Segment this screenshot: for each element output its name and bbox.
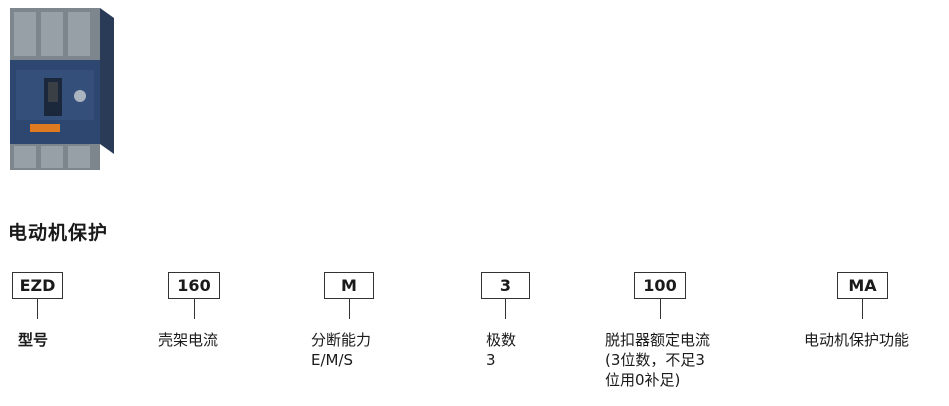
label-text: 型号 bbox=[18, 331, 49, 349]
code-box-motor-protection: MA bbox=[837, 272, 888, 299]
section-heading: 电动机保护 bbox=[8, 222, 109, 244]
code-label-motor-protection: 电动机保护功能 bbox=[804, 330, 909, 350]
label-text: 极数 bbox=[486, 331, 517, 349]
connector-line bbox=[194, 299, 195, 319]
label-text: 分断能力 bbox=[311, 331, 372, 349]
circuit-breaker-image bbox=[10, 8, 114, 170]
connector-line bbox=[660, 299, 661, 319]
code-label-breaking-capacity: 分断能力 E/M/S bbox=[311, 330, 371, 370]
code-box-frame-current: 160 bbox=[168, 272, 220, 299]
connector-line bbox=[862, 299, 863, 319]
label-text: 壳架电流 bbox=[158, 331, 219, 349]
label-subtext: E/M/S bbox=[311, 351, 354, 369]
code-label-frame-current: 壳架电流 bbox=[158, 330, 218, 350]
code-label-trip-rating: 脱扣器额定电流 (3位数，不足3 位用0补足) bbox=[605, 330, 710, 390]
code-box-model: EZD bbox=[12, 272, 63, 299]
code-label-poles: 极数 3 bbox=[486, 330, 516, 370]
label-text: 电动机保护功能 bbox=[804, 331, 910, 349]
label-subtext: (3位数，不足3 位用0补足) bbox=[605, 351, 705, 389]
label-text: 脱扣器额定电流 bbox=[605, 331, 711, 349]
code-label-model: 型号 bbox=[18, 330, 48, 350]
code-box-trip-rating: 100 bbox=[634, 272, 686, 299]
code-box-poles: 3 bbox=[481, 272, 530, 299]
connector-line bbox=[37, 299, 38, 319]
code-box-breaking-capacity: M bbox=[324, 272, 374, 299]
connector-line bbox=[349, 299, 350, 319]
connector-line bbox=[505, 299, 506, 319]
label-subtext: 3 bbox=[486, 351, 496, 369]
